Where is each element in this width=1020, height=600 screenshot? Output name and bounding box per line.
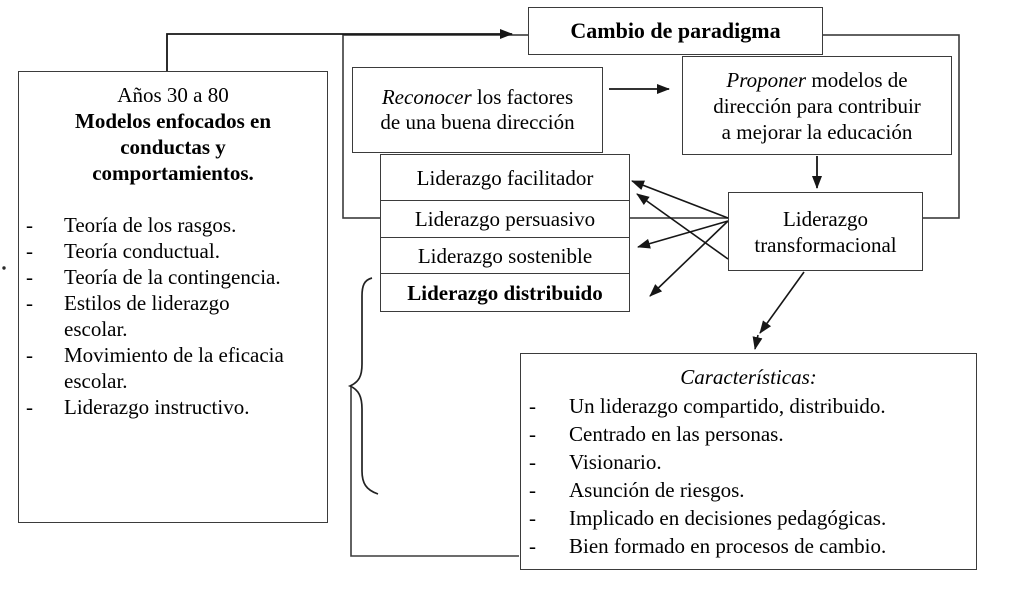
list-item: - Teoría conductual.	[19, 238, 327, 264]
bullet-dash: -	[26, 213, 33, 237]
arrow-transformational-to-characteristics	[759, 271, 805, 334]
list-item-label: Teoría de la contingencia.	[64, 265, 281, 289]
characteristics-item-list: - Un liderazgo compartido, distribuido. -…	[521, 392, 976, 560]
bullet-dash: -	[529, 478, 536, 502]
recognize-box: Reconocer los factores de una buena dire…	[352, 67, 603, 153]
bullet-dash: -	[26, 395, 33, 419]
arrow-transformational-to-facilitador-2	[636, 193, 729, 260]
propose-lead-italic: Proponer	[726, 67, 807, 92]
list-item: - Centrado en las personas.	[521, 420, 976, 448]
list-item: - Un liderazgo compartido, distribuido.	[521, 392, 976, 420]
bullet-dash: -	[529, 394, 536, 418]
propose-box: Proponer modelos de dirección para contr…	[682, 56, 952, 155]
list-item: - Visionario.	[521, 448, 976, 476]
transformational-label: Liderazgo transformacional	[754, 206, 897, 257]
list-item: - Teoría de los rasgos.	[19, 212, 327, 238]
leadership-persuasivo-label: Liderazgo persuasivo	[414, 206, 596, 231]
list-item-label: Estilos de liderazgo escolar.	[64, 291, 230, 341]
arrow-transformational-to-characteristics-head2	[752, 334, 763, 350]
list-item-label: Bien formado en procesos de cambio.	[569, 534, 887, 558]
list-item-label: Centrado en las personas.	[569, 422, 784, 446]
list-item: - Movimiento de la eficacia escolar.	[19, 342, 327, 394]
list-item-label: Teoría de los rasgos.	[64, 213, 237, 237]
bullet-dash: -	[529, 534, 536, 558]
bullet-dash: -	[26, 343, 33, 367]
list-item-label: Asunción de riesgos.	[569, 478, 745, 502]
arrow-era-to-paradigm	[166, 29, 513, 72]
characteristics-title: Características:	[680, 365, 817, 389]
list-item-label: Implicado en decisiones pedagógicas.	[569, 506, 887, 530]
era-title: Años 30 a 80	[117, 83, 229, 107]
bullet-dash: -	[26, 291, 33, 315]
bullet-dash: -	[26, 265, 33, 289]
bullet-dash: -	[529, 450, 536, 474]
list-item-label: Liderazgo instructivo.	[64, 395, 250, 419]
paradigm-shift-box: Cambio de paradigma	[528, 7, 823, 55]
list-item: - Liderazgo instructivo.	[19, 394, 327, 420]
leadership-facilitador-box: Liderazgo facilitador	[380, 154, 630, 201]
arrow-transformational-to-distribuido	[649, 220, 729, 297]
era-item-list: - Teoría de los rasgos. - Teoría conductua…	[19, 212, 327, 420]
transformational-box: Liderazgo transformacional	[728, 192, 923, 271]
leadership-distribuido-box: Liderazgo distribuido	[380, 273, 630, 312]
recognize-label: Reconocer los factores de una buena dire…	[380, 85, 574, 135]
list-item: - Implicado en decisiones pedagógicas.	[521, 504, 976, 532]
paradigm-shift-label: Cambio de paradigma	[570, 18, 781, 43]
list-item: - Estilos de liderazgo escolar.	[19, 290, 327, 342]
leadership-distribuido-label: Liderazgo distribuido	[407, 280, 603, 305]
recognize-lead-italic: Reconocer	[381, 85, 472, 109]
recognize-rest: los factores de una buena dirección	[380, 85, 575, 134]
leadership-persuasivo-box: Liderazgo persuasivo	[380, 199, 630, 238]
list-item-label: Un liderazgo compartido, distribuido.	[569, 394, 886, 418]
list-item-label: Visionario.	[569, 450, 662, 474]
leadership-sostenible-box: Liderazgo sostenible	[380, 236, 630, 275]
propose-label: Proponer modelos de dirección para contr…	[713, 67, 921, 145]
bullet-dash: -	[26, 239, 33, 263]
leadership-sostenible-label: Liderazgo sostenible	[417, 243, 593, 268]
list-item-label: Movimiento de la eficacia escolar.	[64, 343, 284, 393]
list-item: - Asunción de riesgos.	[521, 476, 976, 504]
arrow-transformational-to-sostenible	[637, 220, 729, 249]
list-item-label: Teoría conductual.	[64, 239, 220, 263]
brace-to-characteristics-line	[350, 387, 519, 557]
list-item: - Teoría de la contingencia.	[19, 264, 327, 290]
era-subtitle: Modelos enfocados en conductas y comport…	[75, 109, 271, 185]
stray-dot	[2, 266, 6, 270]
propose-rest: modelos de dirección para contribuir a m…	[713, 67, 921, 144]
arrow-transformational-to-facilitador-1	[631, 180, 729, 219]
curly-brace	[347, 277, 379, 495]
era-models-box: Años 30 a 80 Modelos enfocados en conduc…	[18, 71, 328, 523]
list-item: - Bien formado en procesos de cambio.	[521, 532, 976, 560]
bullet-dash: -	[529, 506, 536, 530]
characteristics-box: Características: - Un liderazgo compartid…	[520, 353, 977, 570]
leadership-facilitador-label: Liderazgo facilitador	[416, 165, 594, 190]
bullet-dash: -	[529, 422, 536, 446]
